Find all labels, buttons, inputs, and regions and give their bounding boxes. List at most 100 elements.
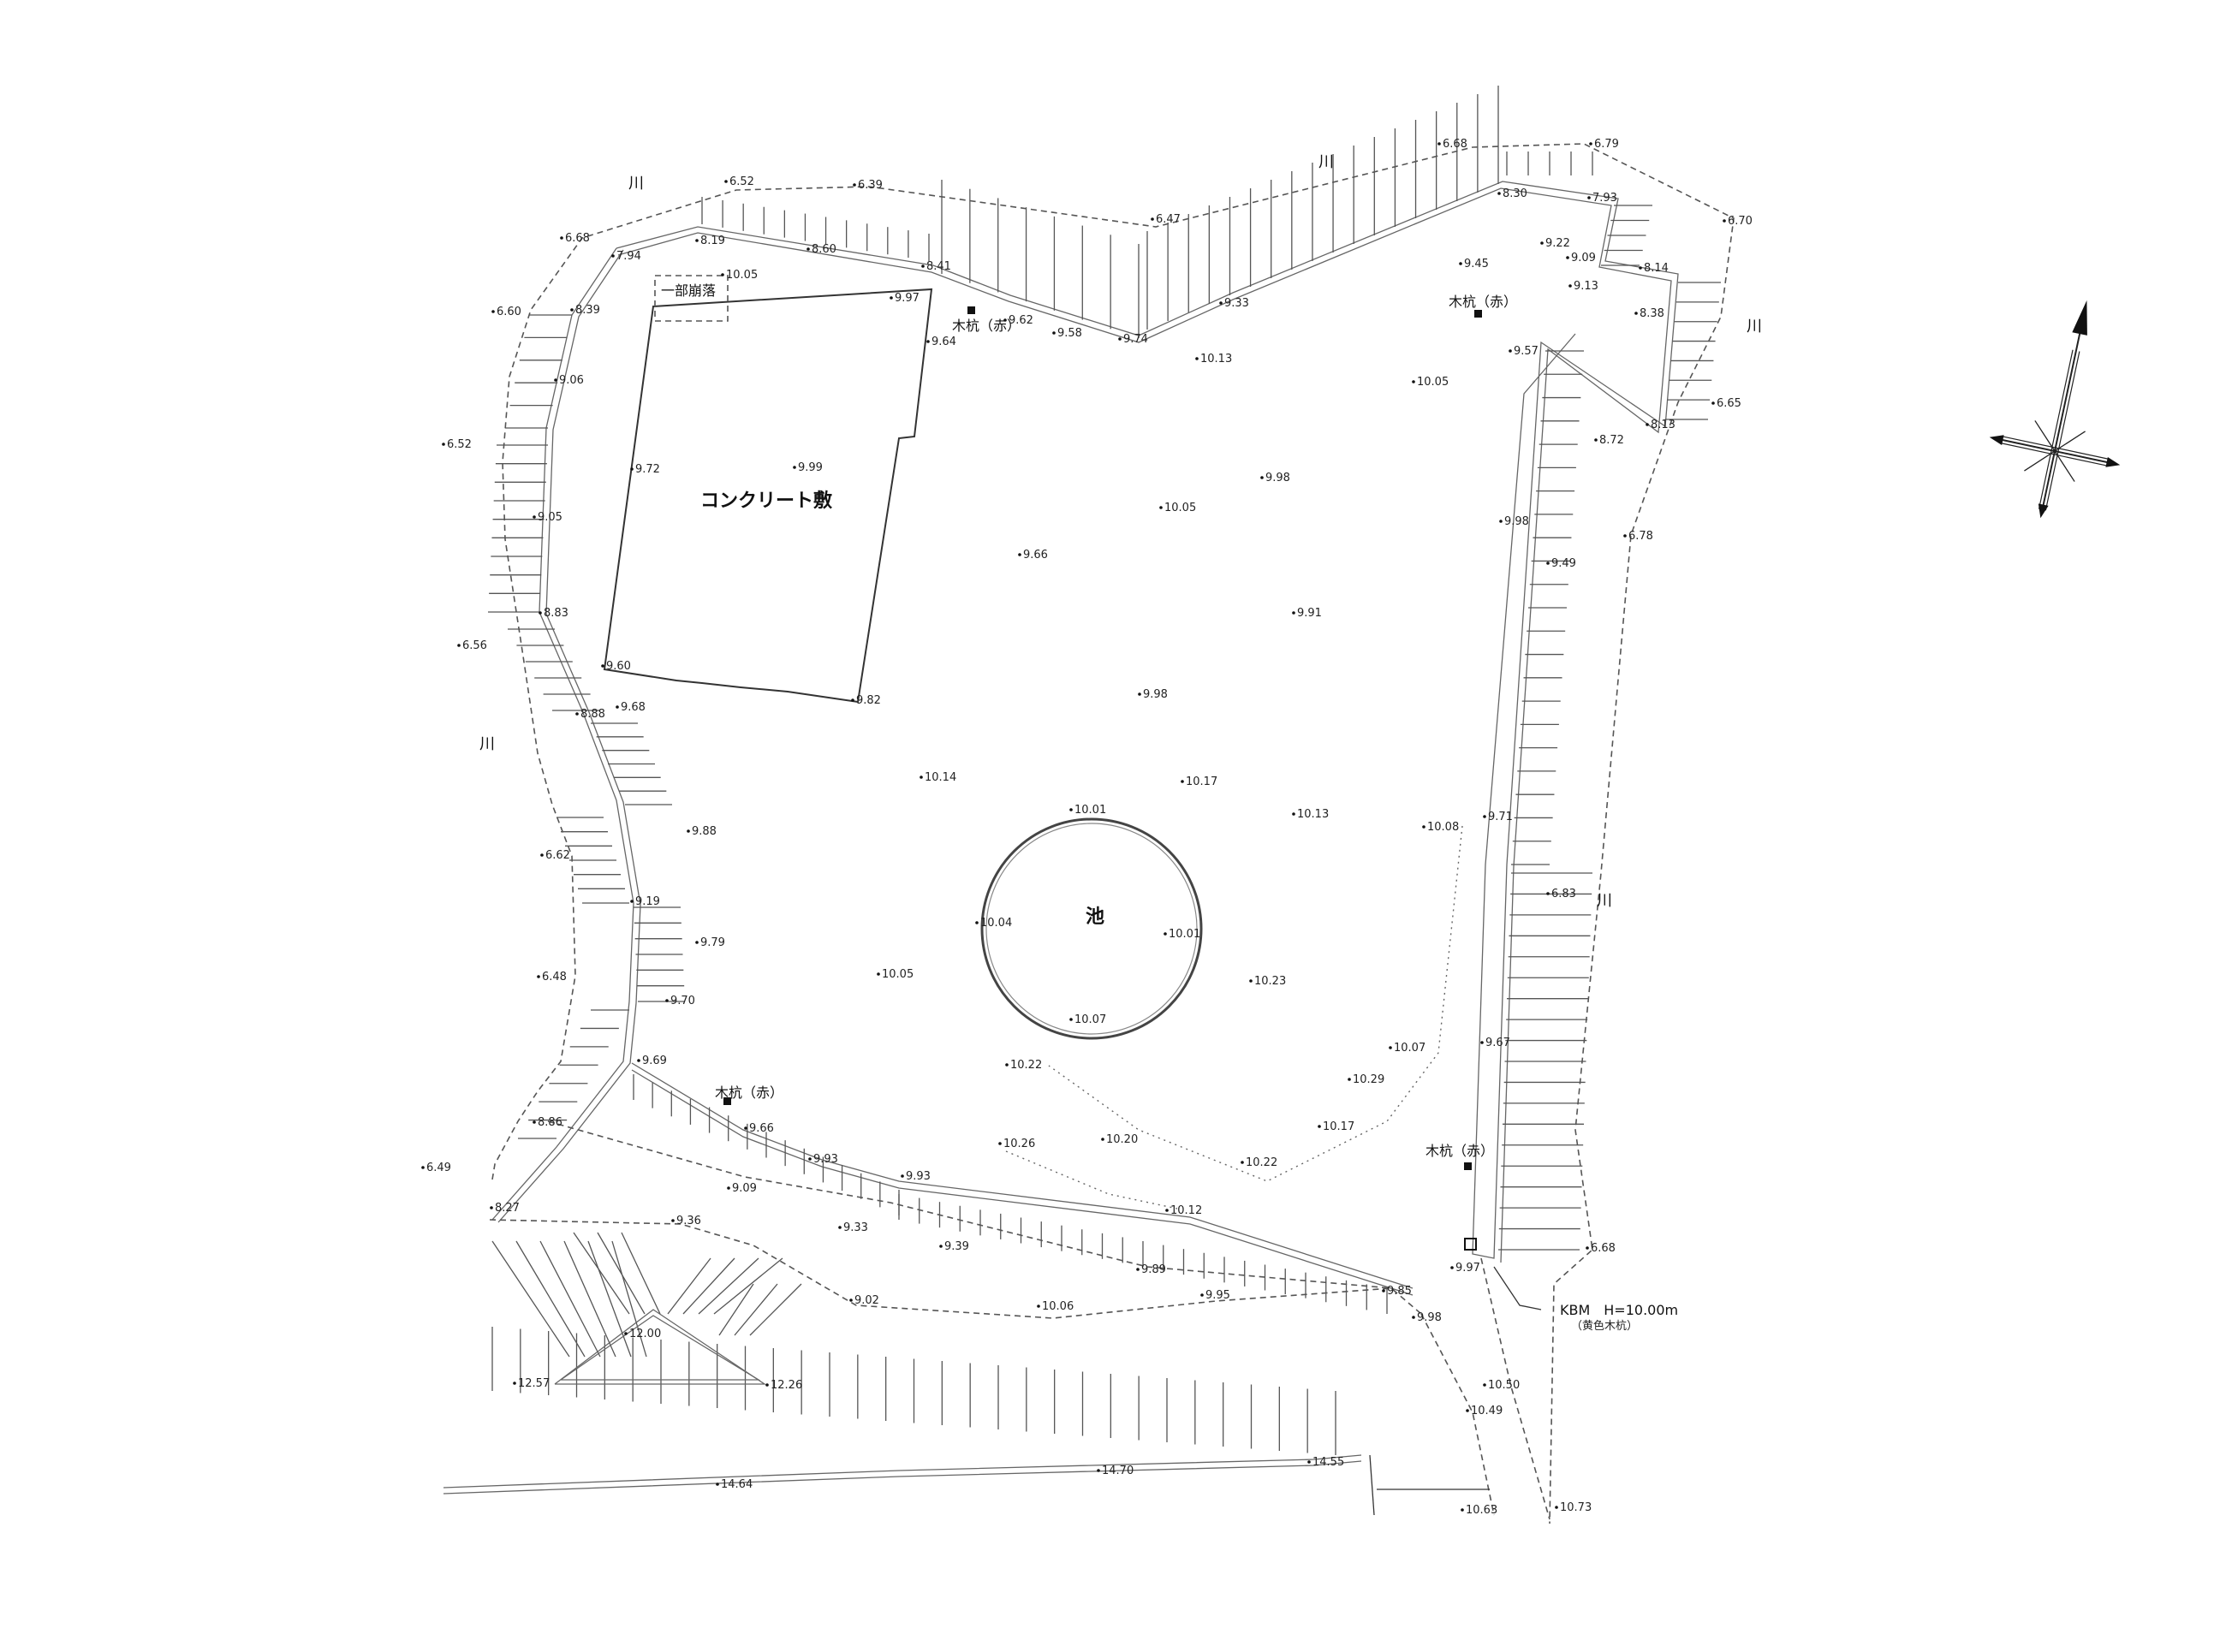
- elev: 9.79: [700, 936, 725, 949]
- survey-point-dot: [1151, 217, 1154, 221]
- elev: 8.41: [926, 260, 951, 273]
- elev: 9.98: [1417, 1311, 1442, 1324]
- survey-point-dot: [1348, 1078, 1351, 1081]
- survey-point-dot: [554, 378, 557, 382]
- elev: 7.93: [1592, 192, 1617, 205]
- survey-point-dot: [1422, 825, 1425, 829]
- survey-point-dot: [1497, 192, 1501, 195]
- elev: 10.22: [1010, 1059, 1042, 1072]
- survey-point-dot: [920, 775, 923, 779]
- survey-point-dot: [665, 999, 669, 1002]
- slope-hatch: [539, 1240, 601, 1358]
- south-dashed-line-4: [1480, 1257, 1550, 1520]
- slope-hatch: [718, 1283, 754, 1336]
- elev: 10.13: [1297, 808, 1329, 821]
- survey-point-dot: [533, 515, 536, 519]
- survey-point-dot: [1097, 1469, 1100, 1472]
- survey-point-dot: [1136, 1268, 1140, 1271]
- elev: 6.70: [1728, 215, 1753, 228]
- slope-hatch: [734, 1283, 778, 1336]
- elev: 9.82: [856, 694, 881, 707]
- elev: 8.27: [495, 1202, 520, 1215]
- elev: 8.19: [700, 235, 725, 247]
- elev: 9.13: [1574, 280, 1598, 293]
- elev: 9.99: [798, 461, 823, 474]
- elev: 8.14: [1644, 262, 1669, 275]
- elev: 8.60: [812, 243, 836, 256]
- survey-point-dot: [1566, 256, 1569, 259]
- survey-point-dot: [1118, 337, 1122, 341]
- elev: 9.97: [1455, 1262, 1480, 1275]
- slope-hatch: [515, 1240, 586, 1358]
- elev: 10.05: [1417, 376, 1449, 389]
- survey-point-dot: [537, 975, 540, 978]
- survey-point-dot: [808, 1157, 812, 1161]
- square-marker-icon: [967, 306, 975, 314]
- survey-point-dot: [1466, 1409, 1469, 1412]
- elev: 9.33: [843, 1221, 868, 1234]
- survey-point-dot: [1382, 1289, 1385, 1292]
- slope-hatch: [573, 1232, 630, 1315]
- survey-point-dot: [926, 340, 930, 343]
- river-label-se: 川: [1597, 892, 1612, 910]
- elev: 9.33: [1224, 297, 1249, 310]
- bank-top-line: [491, 181, 1679, 1296]
- elev: 10.01: [1074, 804, 1106, 817]
- survey-point-dot: [1069, 808, 1073, 811]
- square-marker-icon: [723, 1097, 731, 1105]
- survey-point-dot: [1018, 553, 1021, 556]
- elev: 8.38: [1640, 307, 1664, 320]
- elev: 10.05: [882, 968, 914, 981]
- slope-hatch: [713, 1257, 783, 1315]
- elev: 10.12: [1170, 1204, 1202, 1217]
- elev: 6.60: [497, 306, 521, 318]
- survey-point-dot: [1318, 1125, 1321, 1128]
- elev: 8.86: [538, 1116, 562, 1129]
- elev: 9.98: [1504, 515, 1529, 528]
- elev: 9.06: [559, 374, 584, 387]
- survey-point-dot: [890, 296, 893, 300]
- survey-point-dot: [575, 712, 579, 716]
- survey-point-dot: [1646, 423, 1649, 426]
- survey-point-dot: [1138, 692, 1141, 696]
- elev: 10.29: [1353, 1073, 1384, 1086]
- survey-point-dot: [921, 264, 925, 268]
- survey-point-dot: [1389, 1046, 1392, 1049]
- slope-hatch: [698, 1257, 759, 1315]
- kbm-label: KBM H=10.00m: [1560, 1302, 1678, 1318]
- dotted-line-south: [1005, 1150, 1178, 1209]
- elev: 9.39: [944, 1240, 969, 1253]
- concrete-pad-outline: [603, 288, 933, 704]
- survey-point-dot: [1005, 1063, 1009, 1067]
- survey-point-dot: [533, 1120, 536, 1124]
- elev: 10.22: [1246, 1156, 1277, 1169]
- survey-point-dot: [1069, 1018, 1073, 1021]
- stake-label-ne: 木杭（赤）: [1449, 294, 1517, 310]
- survey-point-dot: [457, 644, 461, 647]
- survey-point-dot: [1292, 812, 1295, 816]
- elev: 9.95: [1205, 1289, 1230, 1302]
- survey-point-dot: [1003, 318, 1007, 322]
- survey-point-dot: [630, 900, 634, 903]
- survey-point-dot: [1594, 438, 1598, 442]
- elev: 9.85: [1387, 1285, 1412, 1298]
- survey-point-dot: [671, 1219, 675, 1222]
- survey-point-dot: [853, 183, 856, 187]
- elev: 6.49: [426, 1162, 451, 1174]
- elev: 8.13: [1651, 419, 1675, 431]
- survey-point-dot: [490, 1206, 493, 1209]
- survey-point-dot: [721, 273, 724, 276]
- river-label-e: 川: [1747, 318, 1762, 336]
- survey-point-dot: [1586, 1246, 1589, 1250]
- stake-label-se: 木杭（赤）: [1425, 1143, 1494, 1159]
- survey-point-dot: [1437, 142, 1441, 146]
- elev: 8.39: [575, 304, 600, 317]
- concrete-label: コンクリート敷: [700, 490, 833, 512]
- elev: 9.70: [670, 995, 695, 1007]
- elev: 12.26: [771, 1379, 802, 1392]
- survey-point-dot: [1483, 815, 1486, 818]
- elev: 9.93: [906, 1170, 931, 1183]
- elevation-points: 6.52 6.39 6.68 6.60 6.52 6.56 6.62 6.48 …: [421, 138, 1753, 1517]
- elev: 10.23: [1254, 975, 1286, 988]
- slope-hatch: [597, 1232, 646, 1315]
